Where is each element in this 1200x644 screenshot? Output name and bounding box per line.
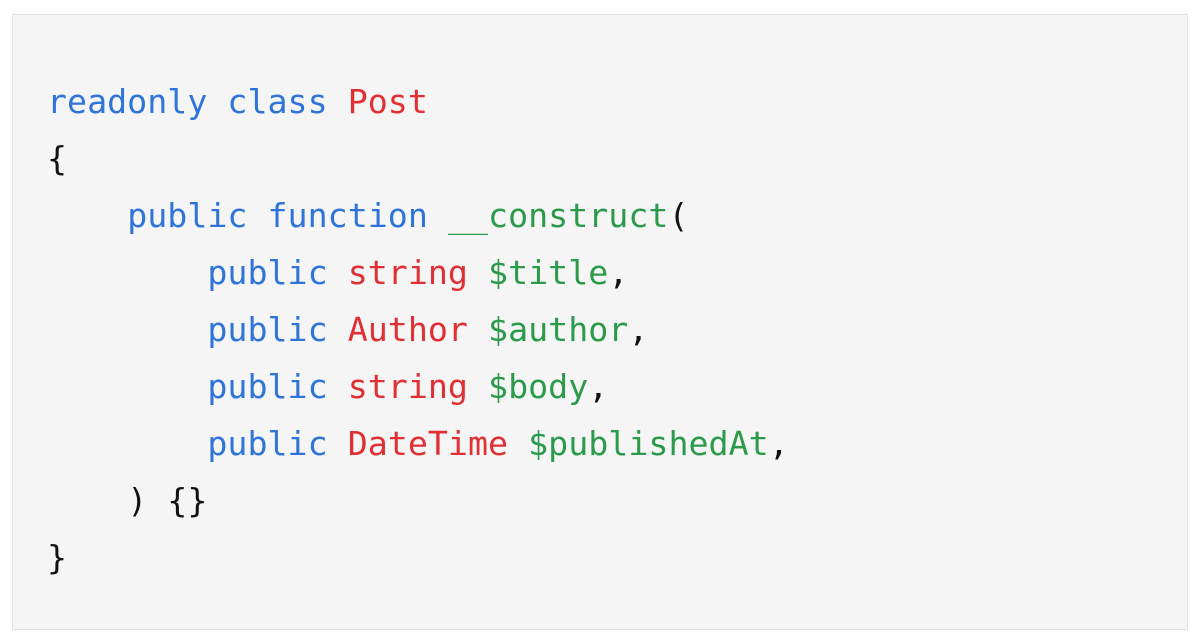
whitespace-token <box>247 196 267 235</box>
whitespace-token <box>328 367 348 406</box>
code-line-6: public string $body, <box>47 358 789 415</box>
indent-token <box>47 424 207 463</box>
code-line-1: readonly class Post <box>47 73 789 130</box>
punct-token: , <box>608 253 629 292</box>
code-line-3: public function __construct( <box>47 187 789 244</box>
code-line-9: } <box>47 529 789 586</box>
type-token: string <box>347 367 468 406</box>
whitespace-token <box>468 367 488 406</box>
function-name-token: __construct <box>447 196 669 235</box>
keyword-token: public <box>127 196 248 235</box>
whitespace-token <box>468 253 488 292</box>
code-line-8: ) {} <box>47 472 789 529</box>
variable-token: $title <box>488 253 609 292</box>
punct-token: , <box>588 367 609 406</box>
code-line-4: public string $title, <box>47 244 789 301</box>
whitespace-token <box>468 310 488 349</box>
whitespace-token <box>328 253 348 292</box>
keyword-token: function <box>267 196 428 235</box>
indent-token <box>47 196 127 235</box>
keyword-token: readonly <box>47 82 208 121</box>
punct-token: { <box>47 139 68 178</box>
punct-token: , <box>628 310 649 349</box>
indent-token <box>47 481 127 520</box>
variable-token: $publishedAt <box>528 424 769 463</box>
punct-token: } <box>47 538 68 577</box>
class-name-token: Post <box>347 82 428 121</box>
whitespace-token <box>207 82 227 121</box>
type-token: string <box>347 253 468 292</box>
whitespace-token <box>328 82 348 121</box>
keyword-token: public <box>207 310 328 349</box>
indent-token <box>47 310 207 349</box>
keyword-token: public <box>207 424 328 463</box>
variable-token: $body <box>488 367 589 406</box>
code-line-7: public DateTime $publishedAt, <box>47 415 789 472</box>
keyword-token: public <box>207 253 328 292</box>
code-line-2: { <box>47 130 789 187</box>
punct-token: ) {} <box>127 481 208 520</box>
whitespace-token <box>328 424 348 463</box>
punct-token: ( <box>668 196 689 235</box>
keyword-token: public <box>207 367 328 406</box>
code-block: readonly class Post { public function __c… <box>12 14 1188 630</box>
punct-token: , <box>768 424 789 463</box>
code-line-5: public Author $author, <box>47 301 789 358</box>
whitespace-token <box>508 424 528 463</box>
whitespace-token <box>428 196 448 235</box>
variable-token: $author <box>488 310 629 349</box>
indent-token <box>47 253 207 292</box>
indent-token <box>47 367 207 406</box>
type-token: DateTime <box>347 424 509 463</box>
code-content: readonly class Post { public function __c… <box>47 73 789 586</box>
keyword-token: class <box>227 82 328 121</box>
whitespace-token <box>328 310 348 349</box>
type-token: Author <box>347 310 468 349</box>
